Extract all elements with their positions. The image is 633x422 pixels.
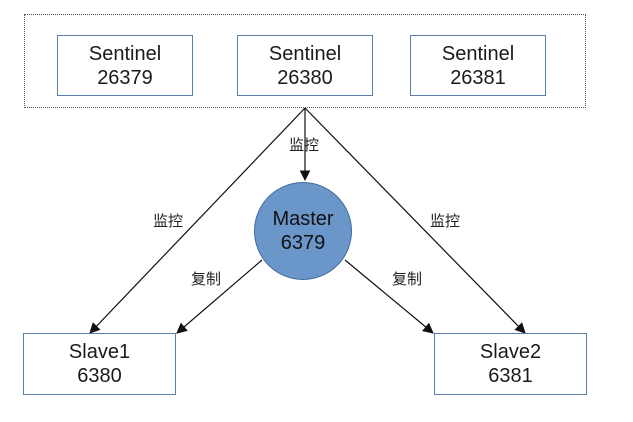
node-name: Sentinel: [441, 42, 515, 65]
slave-node-6380: Slave1 6380: [23, 333, 176, 395]
node-port: 6381: [488, 365, 533, 387]
node-name: Slave1: [68, 341, 131, 363]
sentinel-node-26380: Sentinel 26380: [237, 35, 373, 96]
sentinel-node-26379: Sentinel 26379: [57, 35, 193, 96]
monitor-label-master: 监控: [289, 136, 320, 154]
monitor-edge-slave1: [89, 107, 306, 334]
monitor-label-slave1: 监控: [153, 212, 184, 230]
node-port: 6379: [280, 232, 326, 254]
monitor-label-slave2: 监控: [430, 212, 461, 230]
node-port: 26381: [450, 66, 506, 89]
node-name: Master: [272, 208, 334, 230]
replicate-label-slave1: 复制: [191, 270, 222, 288]
slave-node-6381: Slave2 6381: [434, 333, 587, 395]
sentinel-node-26381: Sentinel 26381: [410, 35, 546, 96]
replicate-edge-slave1: [176, 259, 263, 334]
node-port: 6380: [77, 365, 122, 387]
master-node: Master 6379: [254, 182, 352, 280]
replicate-edge-slave2: [344, 259, 434, 334]
node-name: Sentinel: [268, 42, 342, 65]
sentinel-cluster: [24, 14, 586, 108]
node-port: 26380: [277, 66, 333, 89]
node-name: Slave2: [479, 341, 542, 363]
node-name: Sentinel: [88, 42, 162, 65]
monitor-edge-slave2: [304, 107, 526, 334]
replicate-label-slave2: 复制: [392, 270, 423, 288]
node-port: 26379: [97, 66, 153, 89]
